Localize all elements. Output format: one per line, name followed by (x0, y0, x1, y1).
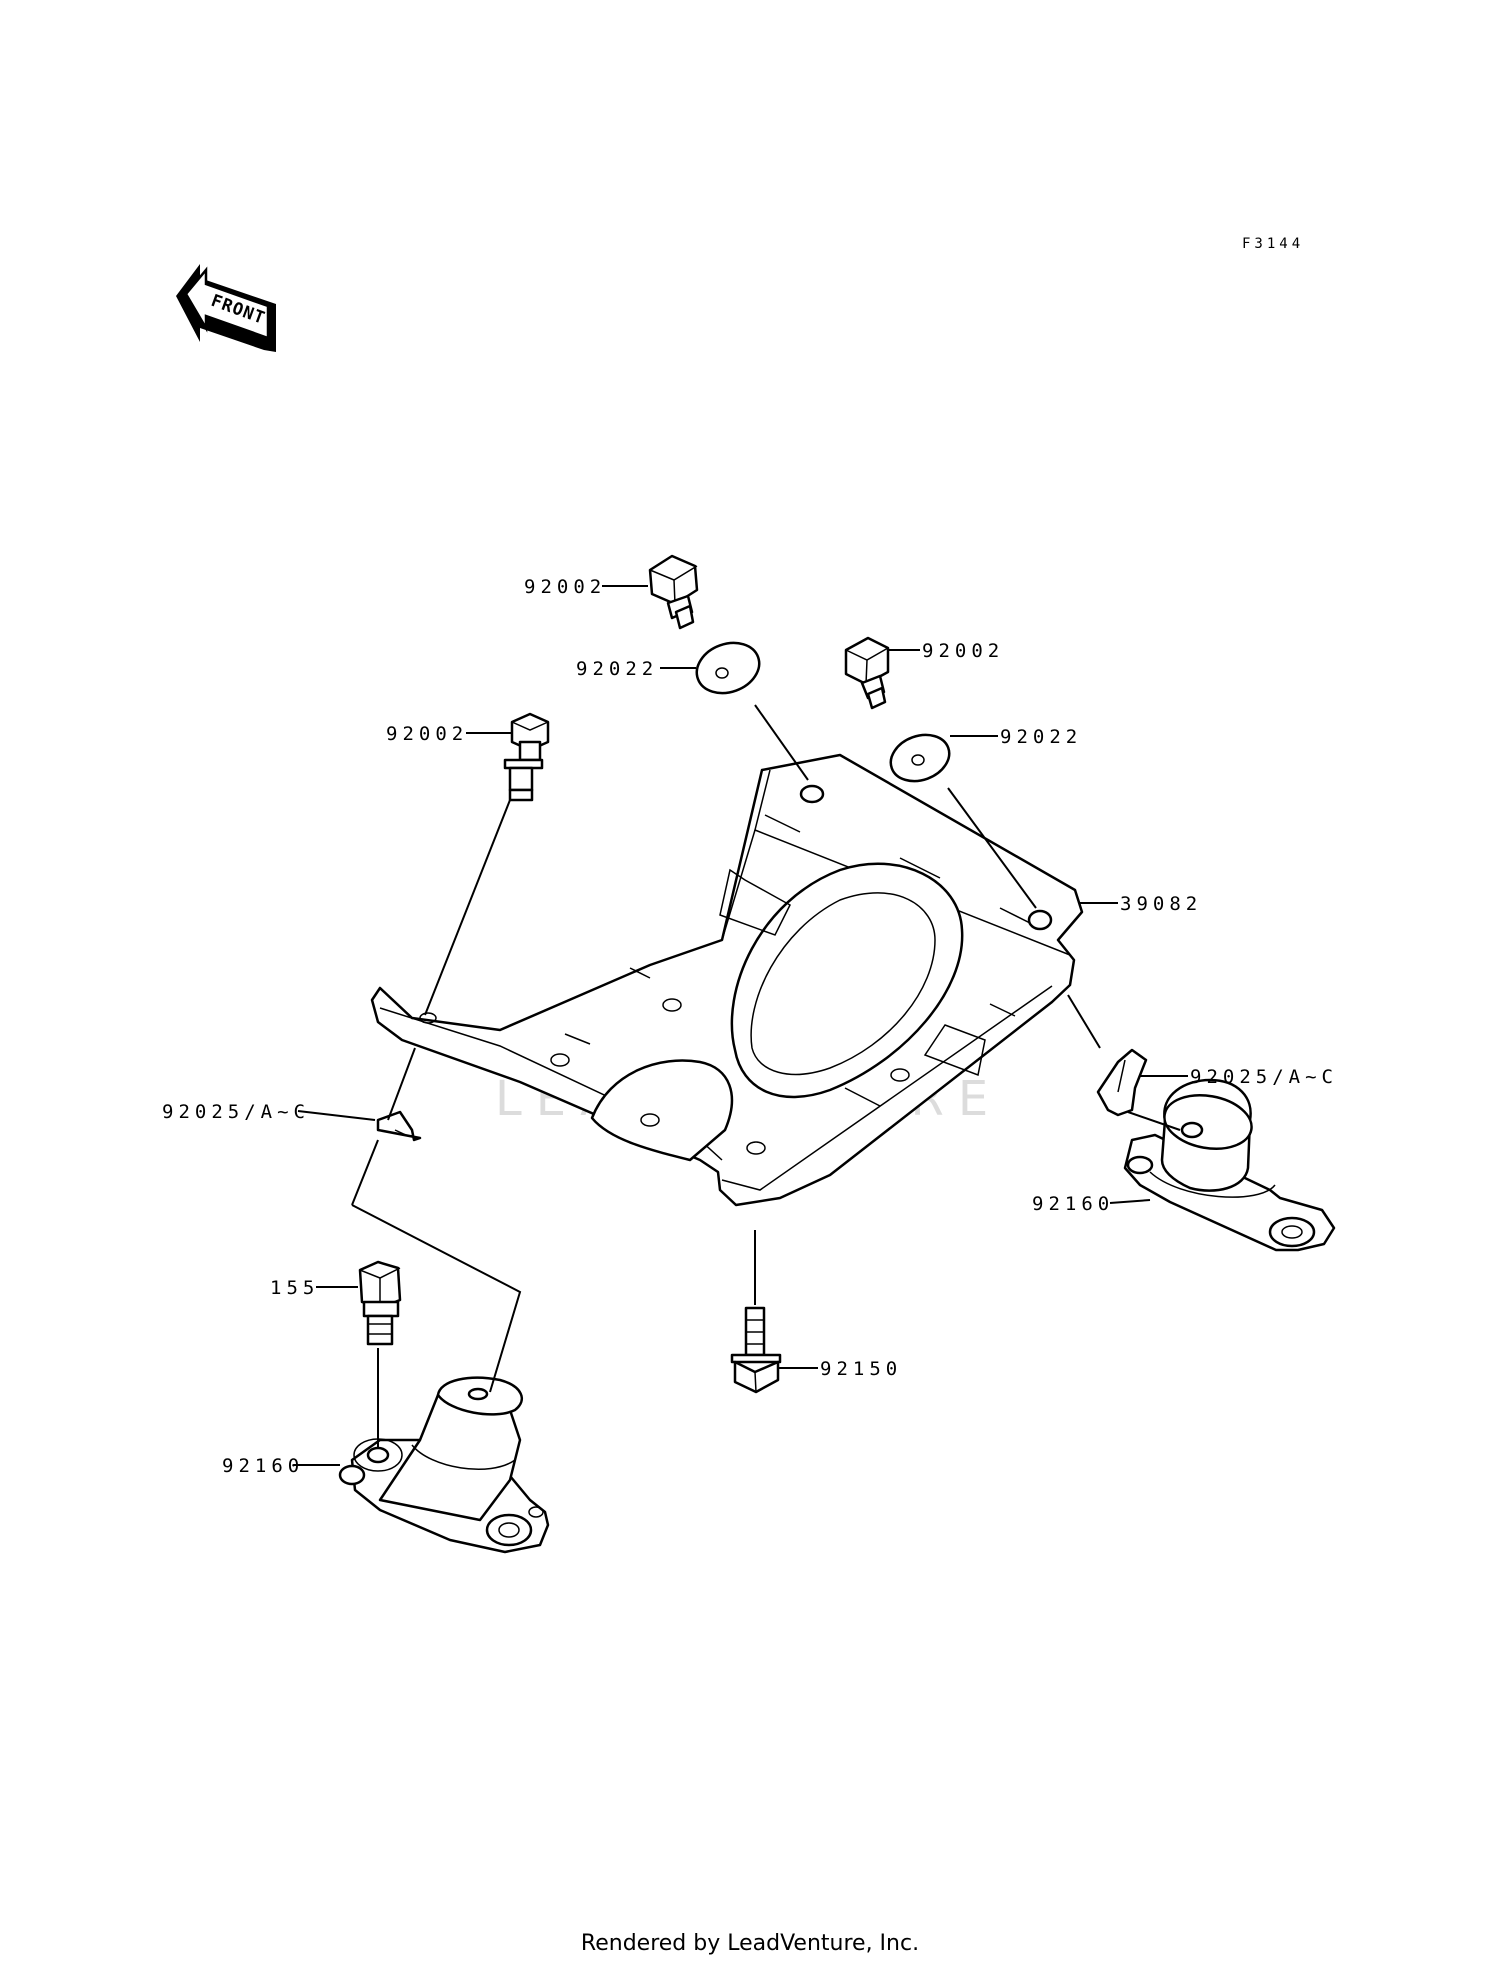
bolt-155-part (358, 1260, 402, 1346)
bolt-92002-left-part (503, 712, 550, 802)
front-arrow-icon: FRONT (176, 264, 276, 352)
washer-92022-left-part (695, 641, 761, 695)
callout-bolt-92002-right: 92002 (922, 640, 1004, 662)
bolt-92150-part (730, 1306, 782, 1394)
callout-damper-92160-right: 92160 (1032, 1193, 1114, 1215)
callout-shim-92025-right: 92025/A~C (1190, 1066, 1338, 1088)
callout-leaders (294, 585, 1188, 1466)
callout-damper-92160-left: 92160 (222, 1455, 304, 1477)
bolt-92002-right-part (844, 636, 890, 710)
damper-92160-left-part (338, 1376, 550, 1554)
footer-credit: Rendered by LeadVenture, Inc. (581, 1931, 919, 1956)
callout-washer-92022-left: 92022 (576, 658, 658, 680)
callout-bed-plate-39082: 39082 (1120, 893, 1202, 915)
diagram-reference-code: F3144 (1242, 236, 1304, 252)
damper-92160-right-part (1123, 1078, 1336, 1252)
callout-washer-92022-right: 92022 (1000, 726, 1082, 748)
callout-bolt-155: 155 (270, 1277, 319, 1299)
assembly-lines (351, 704, 1181, 1448)
callout-shim-92025-left: 92025/A~C (162, 1101, 310, 1123)
shim-92025-left-part (376, 1110, 422, 1142)
shim-92025-right-part (1096, 1048, 1148, 1117)
bolt-92002-top-part (648, 554, 699, 630)
callout-bolt-92002-left: 92002 (386, 723, 468, 745)
callout-bolt-92150: 92150 (820, 1358, 902, 1380)
bed-plate-part (370, 753, 1084, 1207)
washer-92022-right-part (889, 733, 951, 783)
callout-bolt-92002-top: 92002 (524, 576, 606, 598)
